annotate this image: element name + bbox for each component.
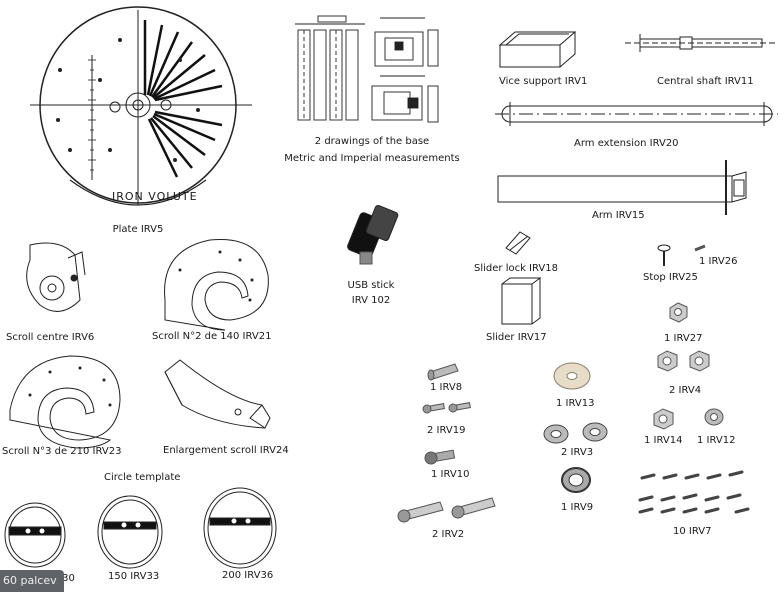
label-circle-200: 200 IRV36 (222, 570, 274, 581)
screw-irv10 (424, 449, 456, 465)
slider-drawing (501, 277, 542, 325)
label-stop: Stop IRV25 (643, 272, 698, 283)
label-scroll-3: Scroll N°3 de 210 IRV23 (2, 446, 122, 457)
scroll-3-drawing (9, 355, 121, 449)
label-irv14: 1 IRV14 (644, 435, 683, 446)
screws-irv19 (422, 402, 471, 414)
central-shaft-drawing (625, 34, 775, 52)
label-irv12: 1 IRV12 (697, 435, 736, 446)
vice-support-drawing (498, 31, 577, 68)
label-arm-extension: Arm extension IRV20 (574, 138, 679, 149)
nut-irv12 (704, 408, 724, 426)
label-irv9: 1 IRV9 (561, 502, 594, 513)
label-irv19: 2 IRV19 (427, 425, 466, 436)
label-scroll-centre: Scroll centre IRV6 (6, 332, 95, 343)
circle-template-150-drawing (97, 495, 163, 569)
label-irv13: 1 IRV13 (556, 398, 595, 409)
label-circle-150: 150 IRV33 (108, 571, 160, 582)
circle-template-60-drawing (4, 502, 66, 568)
usb-stick-drawing (347, 205, 399, 265)
scroll-2-drawing (164, 238, 269, 331)
arm-extension-drawing (495, 102, 778, 126)
label-scroll-2: Scroll N°2 de 140 IRV21 (152, 331, 272, 342)
base-drawings (295, 15, 439, 123)
label-vice-support: Vice support IRV1 (499, 76, 588, 87)
label-irv2: 2 IRV2 (432, 529, 465, 540)
screw-irv8 (427, 363, 459, 381)
label-usb-line2: IRV 102 (351, 295, 391, 306)
scroll-centre-drawing (26, 242, 86, 312)
screws-irv2 (397, 497, 496, 523)
label-central-shaft: Central shaft IRV11 (657, 76, 754, 87)
label-slider-lock: Slider lock IRV18 (474, 263, 558, 274)
label-irv7: 10 IRV7 (673, 526, 712, 537)
nuts-irv4 (657, 350, 710, 372)
plate-stamp: IRON VOLUTE (112, 190, 198, 203)
pins-irv7 (638, 470, 750, 514)
circle-template-200-drawing (203, 487, 277, 569)
label-base-line1: 2 drawings of the base (314, 136, 430, 147)
washers-irv3 (543, 422, 608, 444)
label-enlargement-scroll: Enlargement scroll IRV24 (163, 445, 289, 456)
label-irv26: 1 IRV26 (699, 256, 738, 267)
label-plate: Plate IRV5 (112, 224, 164, 235)
label-irv27: 1 IRV27 (664, 333, 703, 344)
label-usb-line1: USB stick (347, 280, 395, 291)
label-irv3: 2 IRV3 (561, 447, 594, 458)
washer-irv13 (553, 362, 591, 390)
label-irv10: 1 IRV10 (431, 469, 470, 480)
label-arm: Arm IRV15 (592, 210, 645, 221)
washer-irv9 (561, 467, 591, 493)
label-irv8: 1 IRV8 (430, 382, 463, 393)
nut-irv14 (653, 408, 674, 430)
label-circle-template: Circle template (104, 472, 181, 483)
label-slider: Slider IRV17 (486, 332, 547, 343)
nut-irv27 (669, 302, 688, 323)
label-base-line2: Metric and Imperial measurements (284, 153, 460, 164)
overlay-badge: 60 palcev (0, 570, 64, 592)
stop-drawing (657, 244, 706, 266)
arm-drawing (497, 160, 747, 215)
slider-lock-drawing (505, 231, 531, 255)
label-irv4: 2 IRV4 (669, 385, 702, 396)
plate-drawing (30, 6, 252, 206)
enlargement-scroll-drawing (164, 359, 271, 429)
